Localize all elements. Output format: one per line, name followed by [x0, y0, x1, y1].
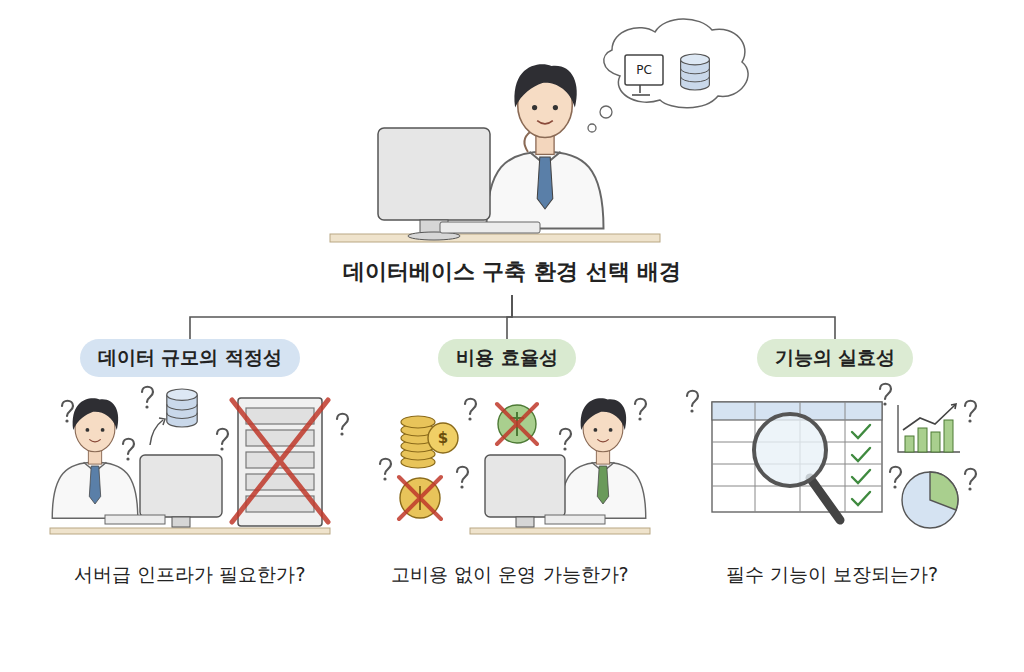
illustration-part: [560, 398, 646, 518]
illustration-part: [62, 401, 73, 423]
illustration-part: [140, 455, 222, 517]
illustration-part: [852, 470, 870, 483]
illustration-part: [625, 55, 663, 85]
illustration-part: [712, 402, 882, 512]
category-pill: 데이터 규모의 적정성: [80, 339, 300, 377]
illustration-part: [852, 448, 870, 461]
illustration-part: [560, 429, 571, 451]
illustration-part: [487, 64, 604, 228]
illustration-part: [470, 528, 650, 534]
illustration-part: [965, 469, 976, 491]
illustration-part: [944, 420, 953, 452]
illustration-part: [217, 429, 228, 451]
icon-label: PC: [636, 63, 652, 77]
illustration-part: [246, 496, 314, 512]
illustration-part: [951, 404, 956, 409]
node-text: 비용 효율성: [456, 345, 558, 371]
top-scene: [330, 19, 748, 242]
illustration-part: [52, 398, 138, 518]
root-heading: 데이터베이스 구축 환경 선택 배경: [333, 253, 692, 291]
scale-scene: [50, 387, 348, 534]
illustration-part: [754, 414, 826, 486]
illustration-part: [150, 420, 163, 445]
illustration-part: [635, 399, 646, 421]
illustration-part: [485, 455, 565, 517]
illustration-part: [123, 439, 134, 461]
illustration-part: [918, 428, 927, 452]
illustration-part: [497, 404, 537, 444]
question-caption: 서버급 인프라가 필요한가?: [74, 562, 305, 588]
illustration-part: [400, 478, 440, 518]
category-pill: 기능의 실효성: [757, 339, 914, 377]
illustration-part: [905, 436, 914, 452]
illustration-part: [712, 402, 882, 512]
illustration-part: [600, 106, 612, 118]
illustration-part: [159, 418, 165, 425]
function-scene: [687, 384, 976, 528]
illustration-part: [902, 472, 958, 528]
illustration-part: [898, 405, 960, 452]
illustration-part: [560, 398, 646, 518]
illustration-part: [172, 517, 190, 527]
category-pill: 비용 효율성: [438, 339, 576, 377]
question-caption: 고비용 없이 운영 가능한가?: [391, 562, 628, 588]
illustration-part: [167, 389, 197, 427]
tree-connector: [512, 295, 835, 339]
cost-scene: [380, 398, 650, 534]
illustration-part: [498, 405, 536, 443]
illustration-part: [52, 398, 138, 518]
illustration-part: [930, 472, 958, 510]
illustration-part: [931, 432, 940, 452]
illustration-part: [681, 54, 710, 90]
illustration-part: [903, 405, 955, 430]
illustration-part: [852, 425, 870, 505]
illustration-part: [50, 528, 330, 534]
illustration-part: [545, 515, 605, 524]
node-text: 기능의 실효성: [775, 345, 896, 371]
illustration-part: [588, 124, 596, 132]
illustration-part: [687, 391, 698, 413]
illustration-part: [852, 492, 870, 505]
illustration-part: [378, 128, 490, 220]
coin-symbol: $: [438, 429, 448, 447]
illustration-part: [880, 384, 891, 406]
question-caption: 필수 기능이 보장되는가?: [726, 562, 938, 588]
illustration-part: [604, 19, 748, 108]
illustration-part: [681, 54, 710, 90]
illustration-part: [337, 414, 348, 436]
illustration-part: [246, 408, 314, 424]
illustration-part: [712, 402, 882, 512]
illustration-part: [330, 234, 660, 242]
illustration-part: [632, 85, 650, 95]
illustration-part: [905, 420, 953, 452]
illustration-part: [401, 416, 435, 428]
illustration-part: [457, 467, 468, 489]
illustration-part: [852, 425, 870, 438]
illustration-part: [380, 459, 391, 481]
illustration-part: [516, 517, 534, 527]
illustration-part: [399, 477, 441, 519]
illustration-part: [810, 478, 840, 520]
illustration-part: [428, 423, 458, 453]
illustration-part: [890, 467, 901, 489]
illustration-part: [465, 399, 476, 421]
illustration-part: [524, 132, 530, 152]
illustration-part: [167, 389, 197, 427]
illustration-part: [965, 401, 976, 423]
illustration-part: [142, 387, 153, 409]
illustration-part: [105, 515, 165, 524]
node-text: 데이터 규모의 적정성: [98, 345, 282, 371]
node-text: 데이터베이스 구축 환경 선택 배경: [343, 257, 682, 287]
illustration-part: [232, 400, 328, 522]
illustration-part: [440, 222, 540, 233]
tree-connector: [190, 295, 512, 339]
illustration-part: [487, 64, 604, 228]
